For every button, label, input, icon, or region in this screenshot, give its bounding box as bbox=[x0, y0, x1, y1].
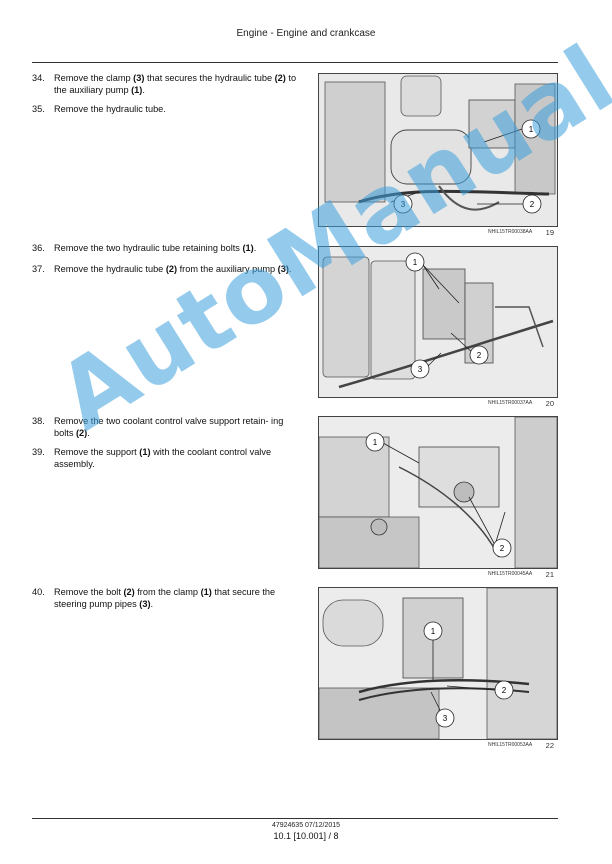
callout-reference: (3) bbox=[133, 73, 145, 83]
page-header-title: Engine - Engine and crankcase bbox=[236, 28, 376, 39]
callout-reference: (2) bbox=[274, 73, 286, 83]
callout-number: 2 bbox=[530, 200, 535, 209]
figure-20-photo: 1 2 3 bbox=[318, 246, 558, 398]
callout-reference: (3) bbox=[139, 598, 151, 609]
callout-1: 1 bbox=[521, 119, 541, 139]
step-text-run: from the clamp bbox=[134, 587, 201, 597]
callout-number: 2 bbox=[477, 351, 482, 360]
step-number: 39. bbox=[32, 447, 45, 457]
step-text-run: . bbox=[87, 427, 90, 438]
step-number: 38. bbox=[32, 416, 45, 426]
callout-number: 3 bbox=[401, 200, 406, 209]
figure-number: 21 bbox=[545, 570, 554, 579]
figure-number: 19 bbox=[545, 228, 554, 237]
step-number: 40. bbox=[32, 587, 45, 597]
header-rule bbox=[32, 62, 558, 63]
figure-21-photo: 1 2 bbox=[318, 416, 558, 569]
step-number: 36. bbox=[32, 243, 45, 253]
footer-document-id: 47924635 07/12/2015 bbox=[271, 822, 341, 829]
step-text-run: Remove the bolt bbox=[54, 587, 124, 597]
figure-code: NHIL15TR00053AA bbox=[488, 742, 533, 748]
step-text-run: Remove the hydraulic tube bbox=[54, 264, 166, 274]
callout-number: 1 bbox=[373, 438, 378, 447]
step-text: Remove the bolt (2) from the clamp (1) t… bbox=[54, 587, 300, 610]
step-text: Remove the hydraulic tube (2) from the a… bbox=[54, 264, 300, 276]
step-text-run: . bbox=[288, 264, 292, 274]
step-text-run: . bbox=[253, 243, 257, 253]
step-number: 35. bbox=[32, 104, 45, 114]
callout-reference: (2) bbox=[75, 427, 88, 438]
callout-reference: (3) bbox=[277, 264, 289, 274]
footer-page-number: 10.1 [10.001] / 8 bbox=[273, 831, 339, 841]
step-number: 34. bbox=[32, 73, 45, 83]
step-text-run: from the auxiliary pump bbox=[177, 264, 278, 274]
step-text-run: Remove the support bbox=[54, 447, 140, 457]
step-text: Remove the two coolant control valve sup… bbox=[54, 416, 300, 439]
figure-22-photo: 1 2 3 bbox=[318, 587, 558, 740]
step-number: 37. bbox=[32, 264, 45, 274]
step-text-run: . bbox=[142, 84, 145, 95]
callout-reference: (2) bbox=[123, 587, 135, 597]
figure-number: 20 bbox=[545, 399, 554, 408]
callout-number: 2 bbox=[500, 544, 505, 553]
step-text: Remove the clamp (3) that secures the hy… bbox=[54, 73, 300, 96]
footer-rule bbox=[32, 818, 558, 819]
callout-number: 3 bbox=[418, 365, 423, 374]
callout-reference: (1) bbox=[139, 447, 151, 457]
callout-number: 1 bbox=[431, 627, 436, 636]
figure-19-photo: 1 2 3 bbox=[318, 73, 558, 227]
callout-number: 2 bbox=[502, 686, 507, 695]
step-text-run: Remove the hydraulic tube. bbox=[54, 104, 166, 114]
callout-number: 1 bbox=[529, 125, 534, 134]
step-text: Remove the support (1) with the coolant … bbox=[54, 447, 300, 470]
figure-code: NHIL15TR00037AA bbox=[488, 400, 533, 406]
callout-number: 1 bbox=[413, 258, 418, 267]
step-text-run: Remove the two coolant control valve sup… bbox=[54, 416, 284, 438]
callout-reference: (1) bbox=[131, 84, 143, 95]
step-text-run: that secures the hydraulic tube bbox=[144, 73, 275, 83]
step-text-run: . bbox=[150, 598, 154, 609]
figure-code: NHIL15TR00045AA bbox=[488, 571, 533, 577]
step-text-run: Remove the two hydraulic tube retaining … bbox=[54, 243, 243, 253]
callout-reference: (1) bbox=[242, 243, 254, 253]
callout-reference: (2) bbox=[165, 264, 178, 274]
step-text: Remove the hydraulic tube. bbox=[54, 104, 300, 116]
figure-code: NHIL15TR00038AA bbox=[488, 229, 533, 235]
step-text-run: that secure the steering pump pipes bbox=[54, 587, 276, 609]
step-text: Remove the two hydraulic tube retaining … bbox=[54, 243, 300, 255]
figure-number: 22 bbox=[545, 741, 554, 750]
step-text-run: with the coolant control valve assembly. bbox=[54, 447, 272, 469]
step-text-run: to the auxiliary pump bbox=[54, 73, 297, 95]
step-text-run: Remove the clamp bbox=[54, 73, 134, 83]
callout-reference: (1) bbox=[200, 587, 212, 597]
callout-number: 3 bbox=[443, 714, 448, 723]
